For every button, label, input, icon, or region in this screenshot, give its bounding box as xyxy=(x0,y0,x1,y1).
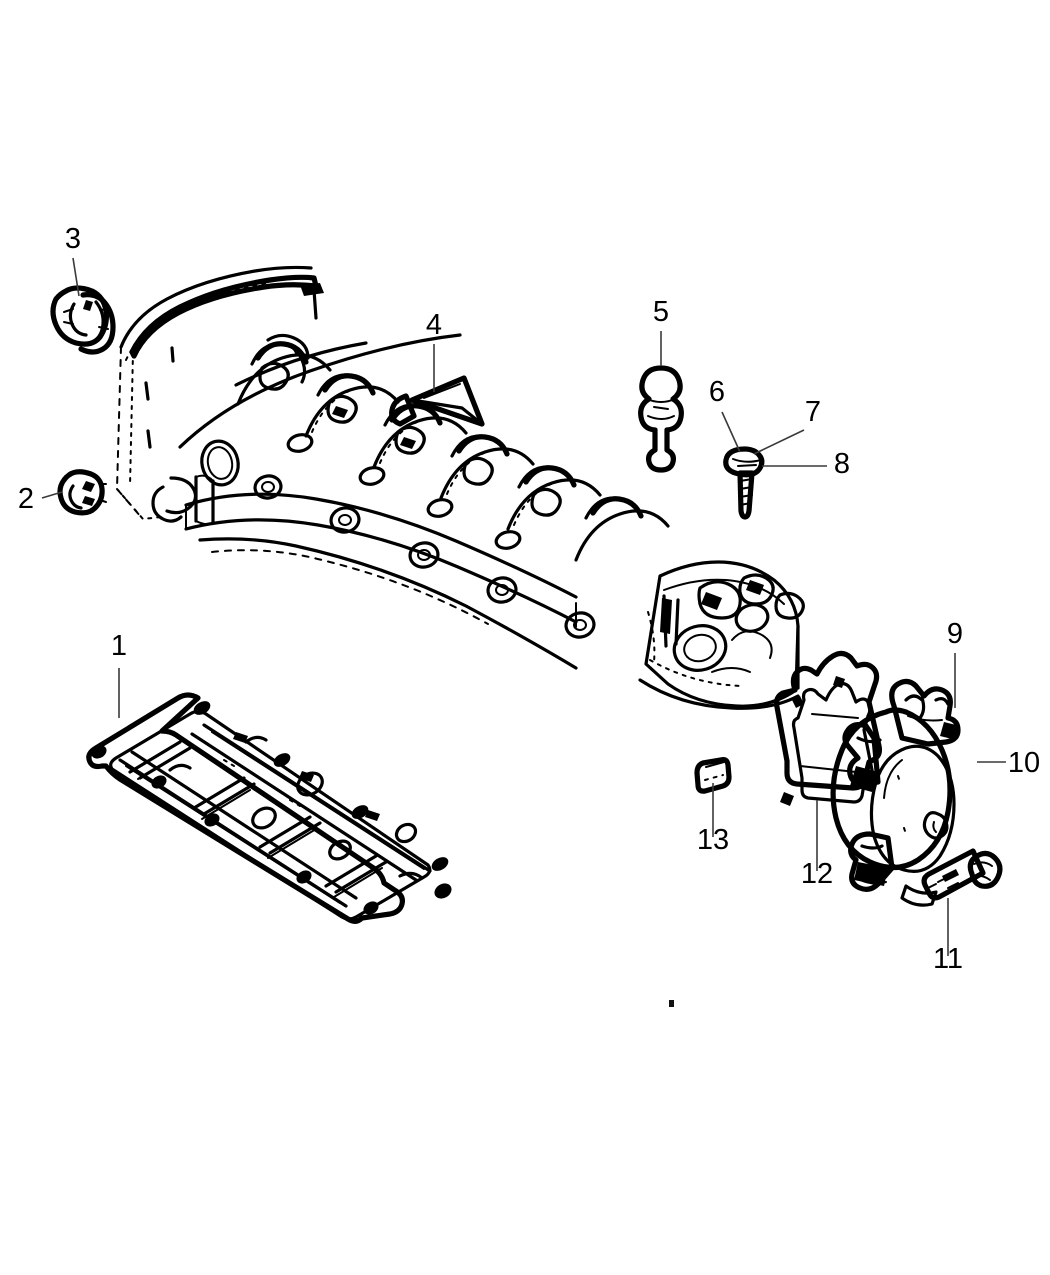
callout-number-7: 7 xyxy=(805,396,821,428)
callout-number-8: 8 xyxy=(834,448,850,480)
part-vacuum-pump-910 xyxy=(830,678,961,907)
cam-cap-fasteners xyxy=(258,361,562,517)
callout-number-1: 1 xyxy=(111,630,127,662)
callout-number-9: 9 xyxy=(947,618,963,650)
part-grommet-3 xyxy=(50,285,116,355)
leader-lines xyxy=(41,257,1006,956)
part-gasket-12 xyxy=(774,650,882,806)
callout-number-2: 2 xyxy=(18,483,34,515)
leader-6 xyxy=(721,411,741,453)
callout-number-10: 10 xyxy=(1008,747,1040,779)
callout-number-13: 13 xyxy=(697,824,729,856)
part-gasket-1 xyxy=(86,692,452,924)
camshaft-bearing-caps xyxy=(236,333,670,562)
callout-number-12: 12 xyxy=(801,858,833,890)
callout-number-5: 5 xyxy=(653,296,669,328)
callout-number-3: 3 xyxy=(65,223,81,255)
cover-bolt-bosses xyxy=(253,433,596,639)
stray-speck xyxy=(669,1000,674,1007)
callout-number-11: 11 xyxy=(933,943,963,975)
part-grommet-2 xyxy=(57,469,107,516)
callout-numbers: 1 2 3 4 5 6 7 8 9 10 11 12 13 xyxy=(18,223,1040,975)
part-ball-stud-5 xyxy=(638,365,684,473)
leader-3 xyxy=(72,257,80,297)
callout-number-6: 6 xyxy=(709,376,725,408)
leader-2 xyxy=(41,491,63,499)
gasket-bolt-holes xyxy=(91,701,452,915)
part-cover-bolt-678 xyxy=(723,446,765,520)
part-cylinder-head-cover-4 xyxy=(116,265,805,710)
leader-7 xyxy=(753,429,805,455)
part-bolt-11 xyxy=(921,848,1003,901)
part-dowel-pin-13 xyxy=(694,756,732,794)
callout-number-4: 4 xyxy=(426,309,442,341)
